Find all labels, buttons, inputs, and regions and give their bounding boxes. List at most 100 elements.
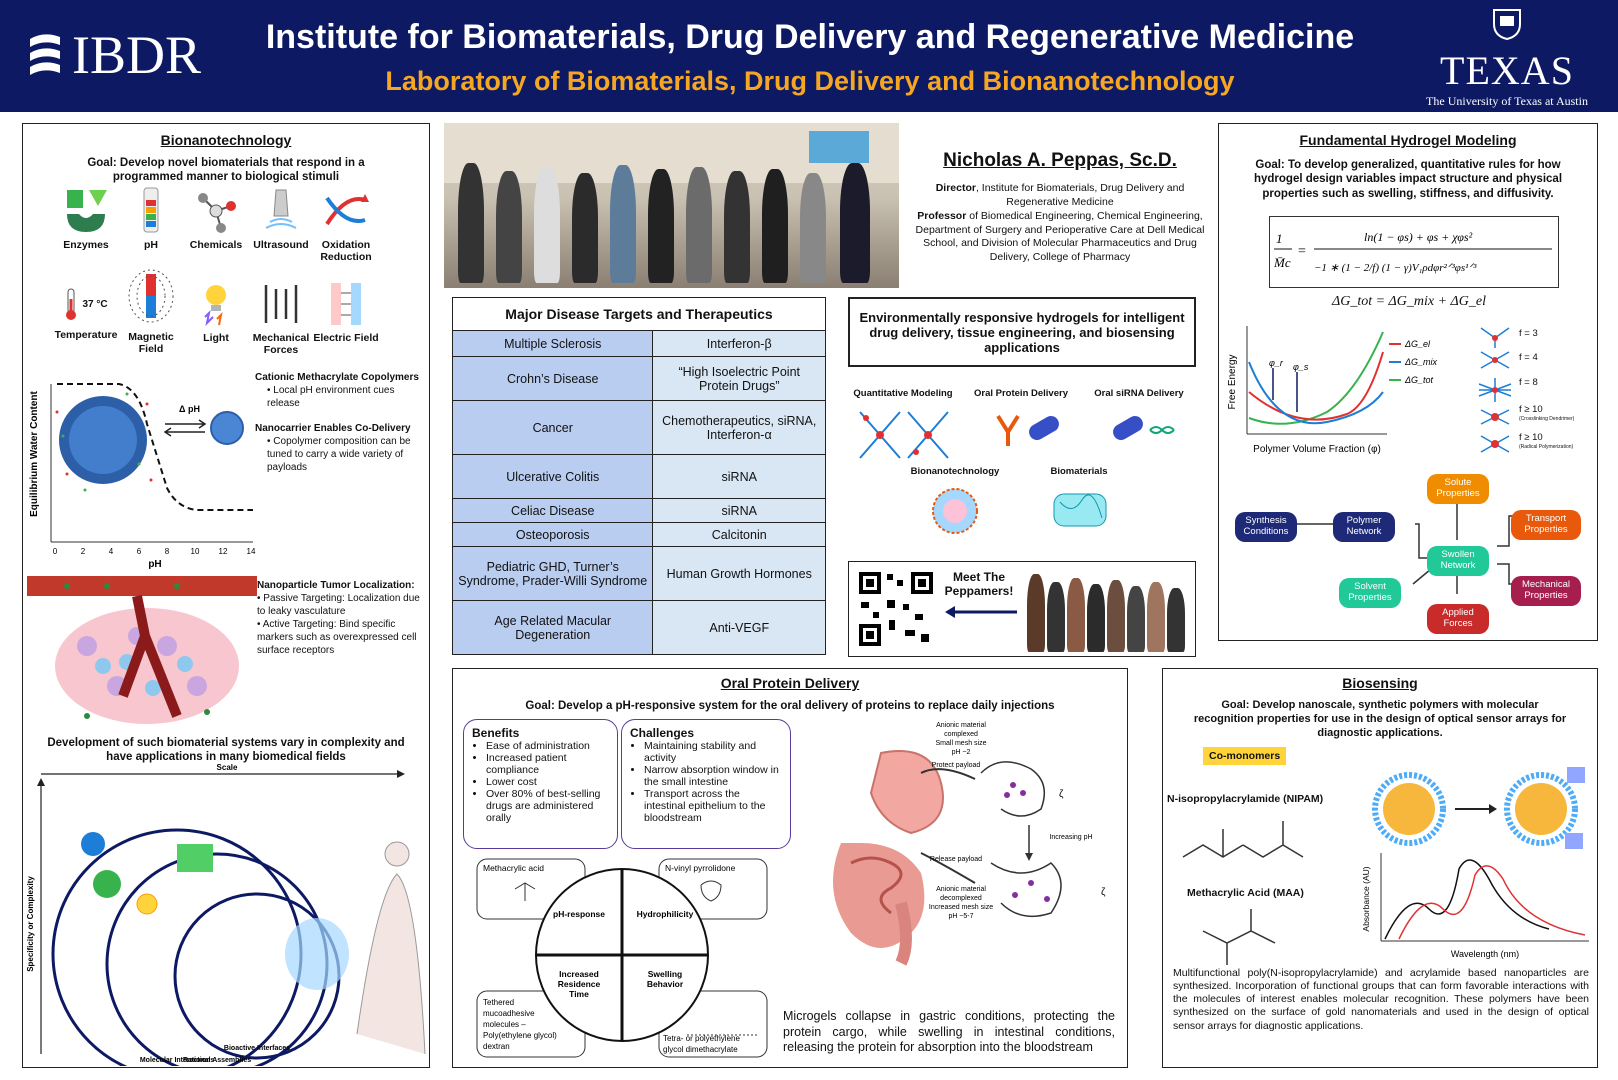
meet-text: Meet The Peppamers! [944, 570, 1014, 598]
flow-solvent: Solvent Properties [1339, 578, 1401, 608]
nipam-label: N-isopropylacrylamide (NIPAM) [1167, 793, 1324, 805]
disease-cell: Ulcerative Colitis [451, 454, 654, 499]
f-label: f = 3 [1519, 328, 1538, 339]
bullet-text: Copolymer composition can be tuned to ca… [267, 436, 411, 473]
x-tick: 12 [219, 547, 228, 556]
temperature-value: 37 °C [82, 298, 108, 310]
stimulus-magnetic: Magnetic Field [116, 266, 186, 355]
disease-cell: Pediatric GHD, Turner’s Syndrome, Prader… [451, 546, 654, 601]
absorbance-plot: Absorbance (AU) Wavelength (nm) [1361, 853, 1589, 959]
x-tick: 10 [191, 547, 200, 556]
qr-code-icon[interactable] [857, 570, 935, 648]
topology-icons [1478, 327, 1512, 453]
electric-plates-icon [331, 283, 361, 325]
legend-entry: ΔG_el [1404, 339, 1431, 349]
network-topologies: f = 3 f = 4 f = 8 f ≥ 10 (Crosslinking D… [1475, 324, 1593, 458]
phi-r-label: φ_r [1269, 358, 1284, 368]
flory-rehner-equation: 1 M̄c = ln(1 − φs) + φs + χφs² −1 ∗ (1 −… [1273, 230, 1552, 274]
f-label: f ≥ 10 [1519, 432, 1543, 443]
chem-label: Methacrylic acid [483, 863, 544, 873]
role-label: Director [935, 182, 976, 194]
svg-text:=: = [1298, 244, 1306, 259]
ring-label: Bioactive Interfaces [224, 1045, 290, 1052]
f-note: (Radical Polymerization) [1519, 444, 1574, 450]
bullet-text: Active Targeting: Bind specific markers … [257, 619, 417, 656]
plot-ylabel: Absorbance (AU) [1361, 866, 1371, 931]
benefit-item: Ease of administration [486, 740, 609, 752]
therapeutic-cell: Anti-VEGF [652, 600, 826, 655]
stimulus-mechanical: Mechanical Forces [246, 279, 316, 356]
spec-label: Specificity or Complexity [27, 876, 35, 972]
benefit-item: Lower cost [486, 776, 609, 788]
stimulus-light: Light [181, 279, 251, 344]
benefits-box: Benefits Ease of administration Increase… [463, 719, 618, 849]
redox-arrows-icon [325, 194, 369, 226]
modeling-panel: Fundamental Hydrogel Modeling Goal: To d… [1218, 123, 1598, 641]
application-label: Oral siRNA Delivery [1094, 388, 1184, 399]
free-energy-plot: Free Energy φ_r φ_s ΔG_el ΔG_mix ΔG_tot … [1227, 326, 1438, 455]
x-tick: 6 [137, 547, 142, 556]
application-label: Bionanotechnology [910, 466, 1000, 477]
disease-cell: Age Related Macular Degeneration [451, 600, 654, 655]
therapeutic-cell: Interferon-β [652, 330, 826, 357]
stimulus-label: Mechanical Forces [252, 332, 310, 356]
stimulus-electric: Electric Field [311, 279, 381, 344]
flow-solute: Solute Properties [1427, 474, 1489, 504]
professor-role: Professor of Biomedical Engineering, Che… [910, 210, 1210, 265]
oral-goal: Goal: Develop a pH-responsive system for… [525, 700, 1055, 712]
chem-label: N-vinyl pyrrolidone [665, 863, 736, 873]
director-role: Director, Institute for Biomaterials, Dr… [910, 182, 1210, 210]
cationic-text: Cationic Methacrylate Copolymers • Local… [255, 371, 423, 474]
oral-summary: Microgels collapse in gastric conditions… [783, 1009, 1115, 1055]
disease-cell: Cancer [451, 400, 654, 455]
application-label: Quantitative Modeling [853, 388, 953, 399]
role-label: Professor [917, 209, 967, 222]
header-banner: IBDR Institute for Biomaterials, Drug De… [0, 0, 1618, 112]
table-row: Pediatric GHD, Turner’s Syndrome, Prader… [451, 546, 826, 601]
x-tick: 0 [53, 547, 58, 556]
stimulus-enzymes: Enzymes [51, 186, 121, 251]
cationic-bullet: • Local pH environment cues release [267, 385, 395, 409]
tumor-title: Nanoparticle Tumor Localization: [257, 580, 415, 591]
meet-team-box: Meet The Peppamers! [848, 561, 1196, 657]
f-note: (Crosslinking Dendrimer) [1519, 416, 1575, 422]
swelling-curve [57, 383, 253, 511]
f-label: f = 4 [1519, 352, 1538, 363]
page-title: Institute for Biomaterials, Drug Deliver… [265, 18, 1355, 56]
stimulus-oxidation: Oxidation Reduction [311, 186, 381, 263]
disease-table: Major Disease Targets and Therapeutics M… [451, 297, 826, 655]
arrow-left-icon [945, 606, 1017, 618]
antibody-capsule-icon [996, 414, 1059, 446]
nanoparticle-icon [932, 488, 978, 534]
texas-wordmark: TEXAS [1440, 48, 1574, 93]
legend-entry: ΔG_mix [1404, 357, 1438, 367]
team-photo [444, 123, 899, 288]
enzyme-icon [67, 190, 107, 232]
svg-text:−1 ∗ (1 − 2/f) (1 − γ)V₁ρdφr²ᐟ: −1 ∗ (1 − 2/f) (1 − γ)V₁ρdφr²ᐟ³φs¹ᐟ³ [1314, 262, 1477, 274]
delta-ph-label: Δ pH [179, 404, 200, 414]
director-name: Nicholas A. Peppas, Sc.D. [943, 150, 1177, 171]
flow-transport: Transport Properties [1511, 510, 1581, 540]
maa-label: Methacrylic Acid (MAA) [1187, 887, 1304, 899]
svg-text:ln(1 − φs) + φs + χφs²: ln(1 − φs) + φs + χφs² [1364, 230, 1473, 244]
chart-ylabel: Equilibrium Water Content [29, 390, 40, 516]
ring-label: Rational Assemblies [183, 1057, 251, 1064]
nanocarrier-bullet: • Copolymer composition can be tuned to … [267, 436, 411, 473]
director-info: Nicholas A. Peppas, Sc.D. Director, Inst… [910, 150, 1210, 265]
zeta-label: ζ [1101, 887, 1106, 898]
f-label: f = 8 [1519, 377, 1538, 388]
nanocarrier-title: Nanocarrier Enables Co-Delivery [255, 423, 411, 434]
maa-structure [1202, 909, 1276, 965]
ibdr-logo: IBDR [26, 24, 201, 86]
benefit-item: Increased patient compliance [486, 752, 609, 776]
design-criteria-diagram: Methacrylic acid N-vinyl pyrrolidone Tet… [476, 858, 768, 1058]
stimulus-label: Oxidation Reduction [320, 239, 372, 263]
ph-strip-icon [143, 187, 159, 233]
therapeutic-cell: Human Growth Hormones [652, 546, 826, 601]
bionano-title: Bionanotechnology [160, 132, 292, 148]
modeling-title: Fundamental Hydrogel Modeling [1299, 132, 1517, 148]
flow-applied: Applied Forces [1427, 604, 1489, 634]
challenge-item: Transport across the intestinal epitheli… [644, 788, 782, 824]
